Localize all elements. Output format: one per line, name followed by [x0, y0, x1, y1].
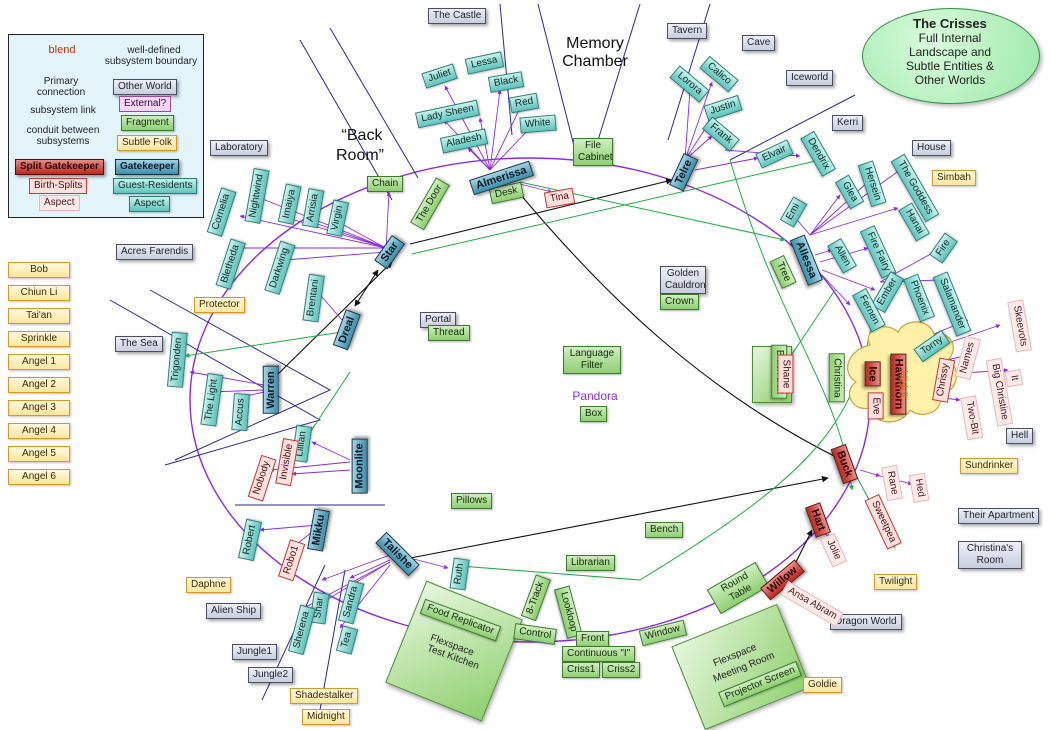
subtle-folk-simbah[interactable]: Simbah — [932, 170, 976, 186]
other-world-jungle1[interactable]: Jungle1 — [232, 644, 278, 660]
legend-boundary-line2: subsystem boundary — [104, 56, 198, 67]
crisses-title-ellipse — [862, 8, 1040, 104]
other-world-dragon-world[interactable]: Dragon World — [830, 614, 902, 630]
other-world-hell[interactable]: Hell — [1006, 428, 1034, 444]
legend-aspect-teal: Aspect — [129, 196, 170, 212]
other-world-house[interactable]: House — [912, 140, 951, 156]
subtle-folk-angel-3[interactable]: Angel 3 — [8, 400, 70, 416]
subtle-folk-angel-1[interactable]: Angel 1 — [8, 354, 70, 370]
fragment-bench[interactable]: Bench — [645, 522, 684, 538]
crisses-heading: The Crisses — [913, 16, 987, 31]
other-world-iceworld[interactable]: Iceworld — [786, 70, 834, 86]
legend-conduit-line1: conduit between — [26, 125, 100, 136]
other-world-christinas-room[interactable]: Christina's Room — [958, 541, 1022, 569]
subtle-folk-bob[interactable]: Bob — [8, 262, 70, 278]
fragment-chain[interactable]: Chain — [367, 176, 404, 192]
guest-white[interactable]: White — [519, 114, 557, 134]
legend-blend-label: blend — [48, 44, 76, 56]
aspect-it[interactable]: It — [1004, 368, 1024, 388]
gatekeeper-warren[interactable]: Warren — [262, 366, 279, 414]
split-gatekeeper-ice[interactable]: Ice — [864, 361, 881, 387]
memory-chamber-title-1: Memory — [566, 35, 624, 52]
subtle-folk-angel-5[interactable]: Angel 5 — [8, 446, 70, 462]
fragment-christina[interactable]: Christina — [828, 353, 845, 403]
memory-chamber-title-2: Chamber — [562, 53, 628, 70]
guest-accus[interactable]: Accus — [231, 392, 250, 432]
legend-split-gatekeeper: Split Gatekeeper — [15, 159, 104, 175]
birth-split-shane[interactable]: Shane — [777, 354, 794, 394]
crisses-line-3: Subtle Entities & — [905, 59, 995, 73]
crisses-line-2: Landscape and — [908, 45, 992, 59]
subtle-folk-sprinkle[interactable]: Sprinkle — [8, 331, 70, 347]
other-world-acres-farendis[interactable]: Acres Farendis — [116, 244, 194, 260]
legend-guest-residents: Guest-Residents — [113, 178, 198, 194]
fragment-crown[interactable]: Crown — [660, 294, 699, 310]
subtle-folk-angel-2[interactable]: Angel 2 — [8, 377, 70, 393]
fragment-librarian[interactable]: Librarian — [566, 555, 615, 571]
crisses-line-4: Other Worlds — [914, 73, 986, 87]
legend-external: External? — [119, 96, 172, 112]
subtle-folk-angel-4[interactable]: Angel 4 — [8, 423, 70, 439]
subtle-folk-taian[interactable]: Tai'an — [8, 308, 70, 324]
other-world-their-apartment[interactable]: Their Apartment — [958, 508, 1040, 524]
subtle-folk-goldie[interactable]: Goldie — [803, 677, 842, 693]
back-room-title-1: “Back — [341, 127, 383, 144]
legend-birth-splits: Birth-Splits — [29, 178, 88, 194]
subtle-folk-twilight[interactable]: Twilight — [874, 574, 918, 590]
subtle-folk-sundrinker[interactable]: Sundrinker — [960, 458, 1019, 474]
legend-aspect-pink: Aspect — [39, 195, 80, 211]
gatekeeper-moonlite[interactable]: Moonlite — [351, 438, 368, 494]
legend-subsystem-link: subsystem link — [30, 105, 96, 116]
fragment-thread[interactable]: Thread — [428, 325, 470, 341]
other-world-kerri[interactable]: Kerri — [832, 115, 864, 131]
legend-boundary-line1: well-defined — [127, 45, 181, 56]
primary-connections — [271, 178, 843, 571]
legend-subtle-folk: Subtle Folk — [117, 135, 178, 151]
subtle-folk-protector[interactable]: Protector — [194, 297, 245, 313]
legend-other-world: Other World — [113, 79, 177, 95]
fragment-front[interactable]: Front — [576, 631, 610, 647]
fragment-pillows[interactable]: Pillows — [451, 493, 493, 509]
other-world-cave[interactable]: Cave — [742, 35, 776, 51]
fragment-criss2[interactable]: Criss2 — [602, 662, 641, 678]
other-world-the-castle[interactable]: The Castle — [428, 8, 487, 24]
fragment-file-cabinet[interactable]: File Cabinet — [573, 138, 613, 166]
subtle-folk-shadestalker[interactable]: Shadestalker — [290, 688, 359, 704]
other-world-jungle2[interactable]: Jungle2 — [248, 667, 294, 683]
fragment-criss1[interactable]: Criss1 — [562, 662, 601, 678]
legend-primary-line2: connection — [36, 87, 86, 98]
subtle-folk-angel-6[interactable]: Angel 6 — [8, 469, 70, 485]
fragment-continuous-i[interactable]: Continuous "I" — [562, 646, 636, 662]
legend-primary-line1: Primary — [43, 76, 79, 87]
subtle-folk-midnight[interactable]: Midnight — [302, 709, 350, 725]
legend-gatekeeper: Gatekeeper — [115, 159, 180, 175]
legend-fragment: Fragment — [121, 115, 174, 131]
legend-conduit-line2: subsystems — [36, 136, 90, 147]
birth-split-eve[interactable]: Eve — [867, 392, 884, 420]
fragment-language-filter[interactable]: Language Filter — [563, 346, 621, 374]
other-world-tavern[interactable]: Tavern — [667, 23, 708, 39]
fragment-golden-cauldron[interactable]: Golden Cauldron — [660, 266, 706, 294]
other-world-laboratory[interactable]: Laboratory — [210, 140, 268, 156]
subtle-folk-chiun-li[interactable]: Chiun Li — [8, 285, 70, 301]
pandora-label: Pandora — [572, 389, 618, 403]
other-world-the-sea[interactable]: The Sea — [115, 336, 163, 352]
other-world-alien-ship[interactable]: Alien Ship — [206, 603, 262, 619]
blend-heidi: Heidi — [896, 369, 911, 398]
legend-panel: blend well-defined subsystem boundary Pr… — [8, 34, 204, 218]
fragment-box[interactable]: Box — [580, 406, 608, 422]
subtle-folk-daphne[interactable]: Daphne — [186, 577, 232, 593]
crisses-line-1: Full Internal — [918, 31, 982, 45]
back-room-title-2: Room” — [335, 147, 384, 164]
